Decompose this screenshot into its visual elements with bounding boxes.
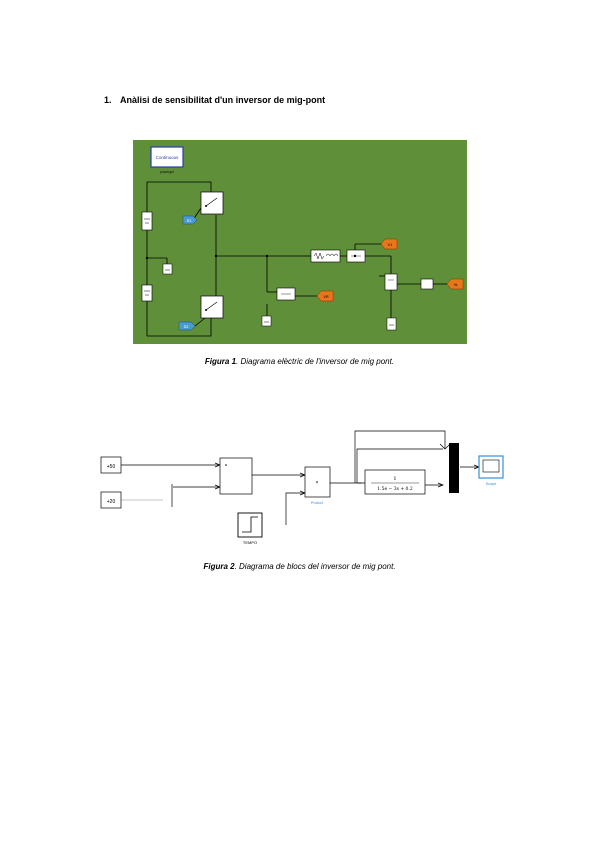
goto-tag-vr[interactable]: VR	[316, 290, 334, 302]
section-number: 1.	[104, 95, 112, 105]
powergui-block[interactable]: Continuous powergui	[150, 146, 184, 174]
switch-top[interactable]	[200, 191, 224, 215]
figure1-caption-text: . Diagrama elèctric de l'inversor de mig…	[236, 357, 395, 366]
sum-block[interactable]	[219, 457, 253, 495]
scope-block[interactable]: Scope	[478, 455, 504, 486]
from-tag-s2-label: S2	[184, 325, 189, 329]
figure2-caption-text: . Diagrama de blocs del inversor de mig …	[234, 562, 396, 571]
constant-block-50[interactable]: +50	[100, 456, 122, 474]
svg-text:×: ×	[316, 480, 319, 486]
figure1-electrical-diagram: Continuous powergui	[133, 140, 467, 344]
signal-lines	[121, 430, 480, 525]
voltage-sensor-right[interactable]	[384, 273, 398, 291]
transfer-numerator: 1	[393, 476, 396, 482]
dc-source-bottom[interactable]	[141, 284, 153, 302]
powergui-block-label: Continuous	[156, 155, 180, 160]
voltage-sensor-middle[interactable]	[276, 287, 296, 301]
transfer-denominator: 1.5e − 3s + 0.2	[377, 486, 413, 492]
goto-tag-v1[interactable]: V1	[380, 238, 398, 250]
transfer-function-block[interactable]: 1 1.5e − 3s + 0.2	[364, 469, 426, 495]
figure1-caption: Figura 1. Diagrama elèctric de l'inverso…	[0, 357, 599, 366]
section-title: Anàlisi de sensibilitat d'un inversor de…	[120, 95, 326, 105]
scope-block-name: Scope	[486, 482, 497, 486]
product-block-name: Product	[311, 501, 323, 505]
constant-block-50-label: +50	[107, 464, 116, 470]
section-heading: 1. Anàlisi de sensibilitat d'un inversor …	[104, 95, 325, 105]
from-tag-s1-label: S1	[187, 219, 192, 223]
figure2-caption: Figura 2. Diagrama de blocs del inversor…	[0, 562, 599, 571]
step-block[interactable]: TEMPO	[237, 512, 263, 545]
figure2-block-diagram: +50 +20 × Product TEMPO 1 1.5e − 3s + 0.…	[100, 430, 504, 545]
powergui-name: powergui	[160, 170, 174, 174]
goto-tag-vr-label: VR	[323, 295, 329, 299]
constant-block-20[interactable]: +20	[100, 491, 122, 509]
rl-load[interactable]	[310, 249, 341, 263]
figure2-caption-label: Figura 2	[203, 562, 235, 571]
diagram-background	[133, 140, 467, 344]
constant-block-20-label: +20	[107, 499, 116, 505]
from-tag-s1[interactable]: S1	[182, 215, 198, 225]
goto-tag-vl-label: VL	[454, 283, 459, 287]
goto-tag-vl[interactable]: VL	[446, 278, 464, 290]
junction-dots	[145, 254, 357, 260]
ground-right	[386, 317, 397, 331]
product-block[interactable]: × Product	[304, 466, 331, 505]
mux-block[interactable]	[449, 443, 459, 493]
figure1-caption-label: Figura 1	[204, 357, 237, 366]
measure-block-right[interactable]	[420, 278, 434, 290]
step-block-name: TEMPO	[243, 540, 257, 545]
switch-bottom[interactable]	[200, 295, 224, 319]
ground-left	[162, 263, 173, 275]
goto-tag-v1-label: V1	[388, 243, 393, 247]
ground-middle	[261, 315, 272, 327]
from-tag-s2[interactable]: S2	[178, 321, 196, 331]
dc-source-top[interactable]	[141, 211, 153, 231]
